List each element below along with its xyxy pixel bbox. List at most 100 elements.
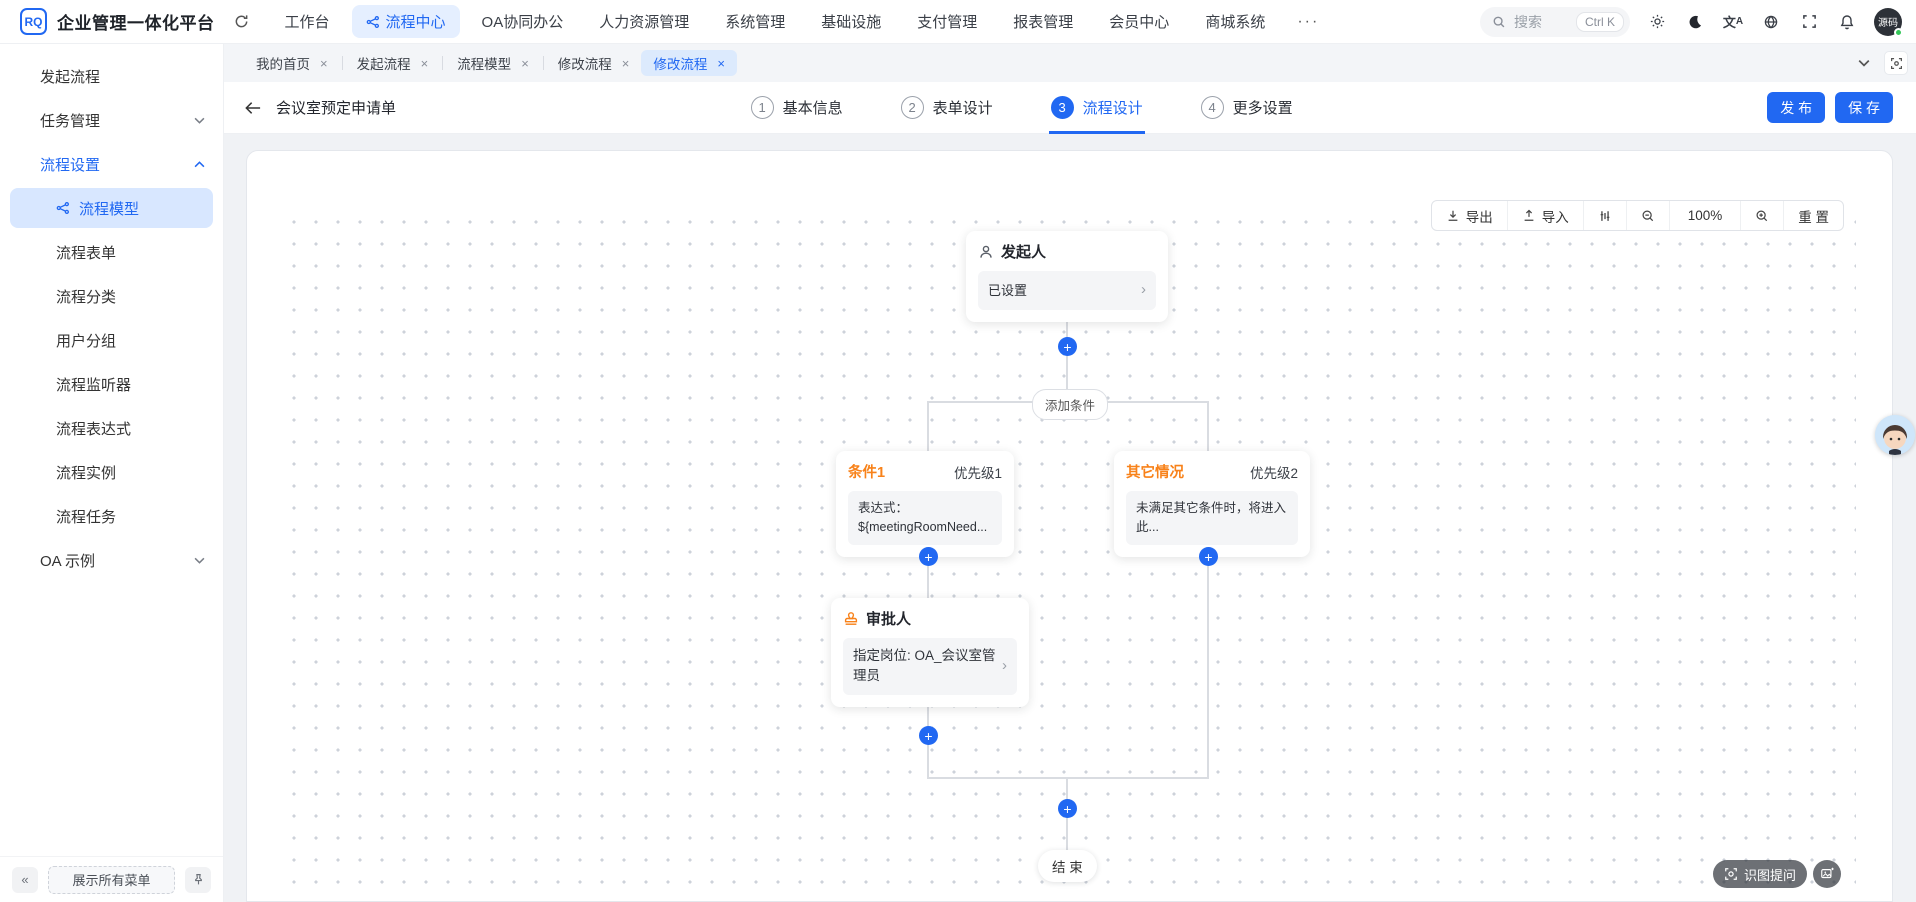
sidebar-item-task-mgmt[interactable]: 任务管理 <box>0 98 223 142</box>
back-arrow-icon[interactable] <box>244 100 262 116</box>
import-button[interactable]: 导入 <box>1508 201 1584 230</box>
refresh-icon[interactable] <box>231 11 253 33</box>
flow-model-icon <box>56 201 70 215</box>
menu-infra[interactable]: 基础设施 <box>821 14 882 31</box>
sidebar-item-flow-listener[interactable]: 流程监听器 <box>56 376 132 394</box>
flow-designer-panel: 导出 导入 100% 重 置 <box>246 150 1893 902</box>
sidebar-item-flow-category[interactable]: 流程分类 <box>56 288 117 306</box>
condition-node-1[interactable]: 条件1 优先级1 表达式：${meetingRoomNeed... <box>836 451 1014 557</box>
step-indicator: 1 基本信息 2 表单设计 3 流程设计 4 更多设置 <box>750 96 1293 134</box>
start-node[interactable]: 发起人 已设置 › <box>966 231 1168 322</box>
sidebar-item-start-flow[interactable]: 发起流程 <box>40 68 101 86</box>
condition-expression[interactable]: 表达式：${meetingRoomNeed... <box>848 491 1002 545</box>
tab-start-flow[interactable]: 发起流程× <box>356 55 429 73</box>
add-node-button[interactable]: + <box>1058 337 1077 356</box>
sidebar-item-flow-instance[interactable]: 流程实例 <box>56 464 117 482</box>
step-flow-design[interactable]: 3 流程设计 <box>1048 96 1145 134</box>
zoom-in-button[interactable] <box>1741 201 1785 230</box>
sidebar-item-user-group[interactable]: 用户分组 <box>56 332 117 350</box>
chevron-right-icon: › <box>1141 281 1146 298</box>
auto-layout-button[interactable] <box>1584 201 1627 230</box>
sidebar-item-flow-model[interactable]: 流程模型 <box>10 188 213 228</box>
screenshot-image-button[interactable] <box>1813 860 1841 888</box>
zoom-in-icon <box>1756 209 1768 221</box>
reset-button[interactable]: 重 置 <box>1798 209 1829 225</box>
start-node-setting[interactable]: 已设置 › <box>978 271 1156 310</box>
zoom-out-button[interactable] <box>1627 201 1670 230</box>
add-node-button[interactable]: + <box>1058 799 1077 818</box>
sidebar-item-oa-example[interactable]: OA 示例 <box>0 538 223 582</box>
menu-oa[interactable]: OA协同办公 <box>481 14 564 31</box>
add-condition-button[interactable]: 添加条件 <box>1032 389 1109 420</box>
add-node-button[interactable]: + <box>919 547 938 566</box>
menu-payment[interactable]: 支付管理 <box>917 14 978 31</box>
tab-home[interactable]: 我的首页× <box>256 55 328 73</box>
page-title: 会议室预定申请单 <box>276 100 397 117</box>
menu-member[interactable]: 会员中心 <box>1109 14 1170 31</box>
menu-mall[interactable]: 商城系统 <box>1205 14 1266 31</box>
chevron-up-icon <box>194 160 205 168</box>
close-icon[interactable]: × <box>420 55 429 71</box>
collapse-sidebar-button[interactable]: « <box>12 866 38 893</box>
condition-node-2[interactable]: 其它情况 优先级2 未满足其它条件时，将进入此... <box>1114 451 1310 557</box>
assistant-avatar[interactable] <box>1875 415 1915 455</box>
menu-flow-center[interactable]: 流程中心 <box>351 5 460 38</box>
export-button[interactable]: 导出 <box>1432 201 1508 230</box>
align-layout-icon <box>1600 210 1610 221</box>
page-header: 会议室预定申请单 1 基本信息 2 表单设计 3 流程设计 4 更多设置 <box>224 82 1916 134</box>
step-form-design[interactable]: 2 表单设计 <box>900 96 993 119</box>
pin-icon[interactable] <box>185 866 211 893</box>
main-menu: 工作台 流程中心 OA协同办公 人力资源管理 系统管理 基础设施 支付管理 报表… <box>271 5 1330 38</box>
step-more-settings[interactable]: 4 更多设置 <box>1200 96 1293 119</box>
add-node-button[interactable]: + <box>919 726 938 745</box>
tab-edit-flow-active[interactable]: 修改流程× <box>641 50 737 76</box>
chevron-down-icon <box>194 117 205 124</box>
menu-hr[interactable]: 人力资源管理 <box>599 14 690 31</box>
condition-expression[interactable]: 未满足其它条件时，将进入此... <box>1126 491 1298 545</box>
tab-flow-model[interactable]: 流程模型× <box>457 55 529 73</box>
canvas-toolbar: 导出 导入 100% 重 置 <box>1430 200 1844 231</box>
canvas-dot-grid[interactable] <box>283 211 1856 901</box>
ask-about-image-button[interactable]: 识图提问 <box>1712 860 1807 888</box>
menu-report[interactable]: 报表管理 <box>1013 14 1074 31</box>
step-basic-info[interactable]: 1 基本信息 <box>750 96 843 119</box>
sidebar-footer: « 展示所有菜单 <box>0 856 223 902</box>
close-icon[interactable]: × <box>521 55 529 71</box>
add-node-button[interactable]: + <box>1199 547 1218 566</box>
sidebar-item-flow-task[interactable]: 流程任务 <box>56 508 117 526</box>
menu-system[interactable]: 系统管理 <box>725 14 786 31</box>
global-search-input[interactable]: 搜索 Ctrl K <box>1480 6 1630 37</box>
publish-button[interactable]: 发 布 <box>1767 92 1826 123</box>
sidebar-item-flow-form[interactable]: 流程表单 <box>56 244 117 262</box>
tab-edit-flow[interactable]: 修改流程× <box>557 55 630 73</box>
maximize-view-icon[interactable] <box>1884 51 1908 75</box>
close-icon[interactable]: × <box>621 55 630 71</box>
sidebar-item-flow-settings[interactable]: 流程设置 <box>0 142 223 186</box>
connector-line <box>1207 523 1209 779</box>
save-button[interactable]: 保 存 <box>1835 92 1893 123</box>
close-icon[interactable]: × <box>320 55 328 71</box>
menu-workbench[interactable]: 工作台 <box>284 14 330 31</box>
tab-separator <box>341 56 343 70</box>
fullscreen-icon[interactable] <box>1798 11 1820 33</box>
content-area: 导出 导入 100% 重 置 <box>224 134 1916 902</box>
logo-text: RQ <box>24 14 43 29</box>
notification-bell-icon[interactable] <box>1836 11 1858 33</box>
close-icon[interactable]: × <box>717 55 725 71</box>
settings-gear-icon[interactable] <box>1646 11 1668 33</box>
more-menu-icon[interactable]: ··· <box>1297 12 1320 30</box>
search-icon <box>1492 15 1506 29</box>
approver-node-setting[interactable]: 指定岗位: OA_会议室管理员 › <box>843 638 1017 695</box>
timezone-globe-icon[interactable] <box>1760 11 1782 33</box>
show-all-menus-button[interactable]: 展示所有菜单 <box>48 865 175 894</box>
user-avatar[interactable]: 源码 <box>1874 7 1903 37</box>
dark-mode-moon-icon[interactable] <box>1684 11 1706 33</box>
app-logo[interactable]: RQ <box>20 8 47 35</box>
sidebar-item-flow-expression[interactable]: 流程表达式 <box>56 420 132 438</box>
chevron-right-icon: › <box>1002 657 1007 674</box>
chevron-down-icon <box>194 557 205 564</box>
condition-priority: 优先级1 <box>953 465 1002 481</box>
approver-node[interactable]: 审批人 指定岗位: OA_会议室管理员 › <box>831 598 1029 707</box>
tab-list-chevron-icon[interactable] <box>1852 51 1876 75</box>
